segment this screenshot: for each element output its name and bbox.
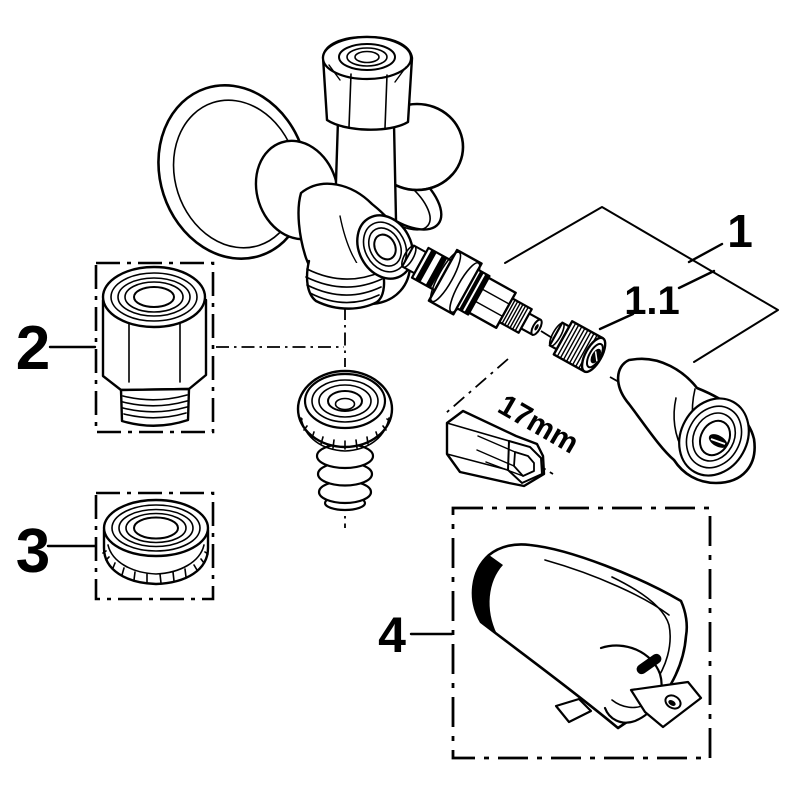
- callout-2: 2: [16, 314, 50, 383]
- part-2-box: [94, 261, 215, 434]
- part1-frame: [445, 206, 779, 414]
- leader-lines: [46, 242, 724, 636]
- callout-4: 4: [378, 607, 406, 663]
- callout-1: 1: [727, 205, 753, 257]
- side-outlet-thread: [356, 214, 414, 280]
- valve-body: [297, 35, 465, 310]
- compression-nut: [321, 35, 414, 131]
- part-4-box: [451, 506, 712, 760]
- serrated-adapter: [548, 320, 607, 374]
- coupling-part-2: [101, 265, 208, 427]
- callout-1-1: 1.1: [624, 279, 680, 323]
- handle-cap: [616, 357, 756, 485]
- hose-connector: [296, 369, 394, 512]
- ring-nut-part-3: [102, 498, 210, 586]
- headpart-cartridge: [401, 244, 543, 336]
- cover-cap-part-4: [471, 543, 703, 730]
- callout-3: 3: [16, 517, 50, 586]
- hex-socket-17mm: [445, 409, 546, 488]
- valve-bottom-outlet: [305, 259, 386, 310]
